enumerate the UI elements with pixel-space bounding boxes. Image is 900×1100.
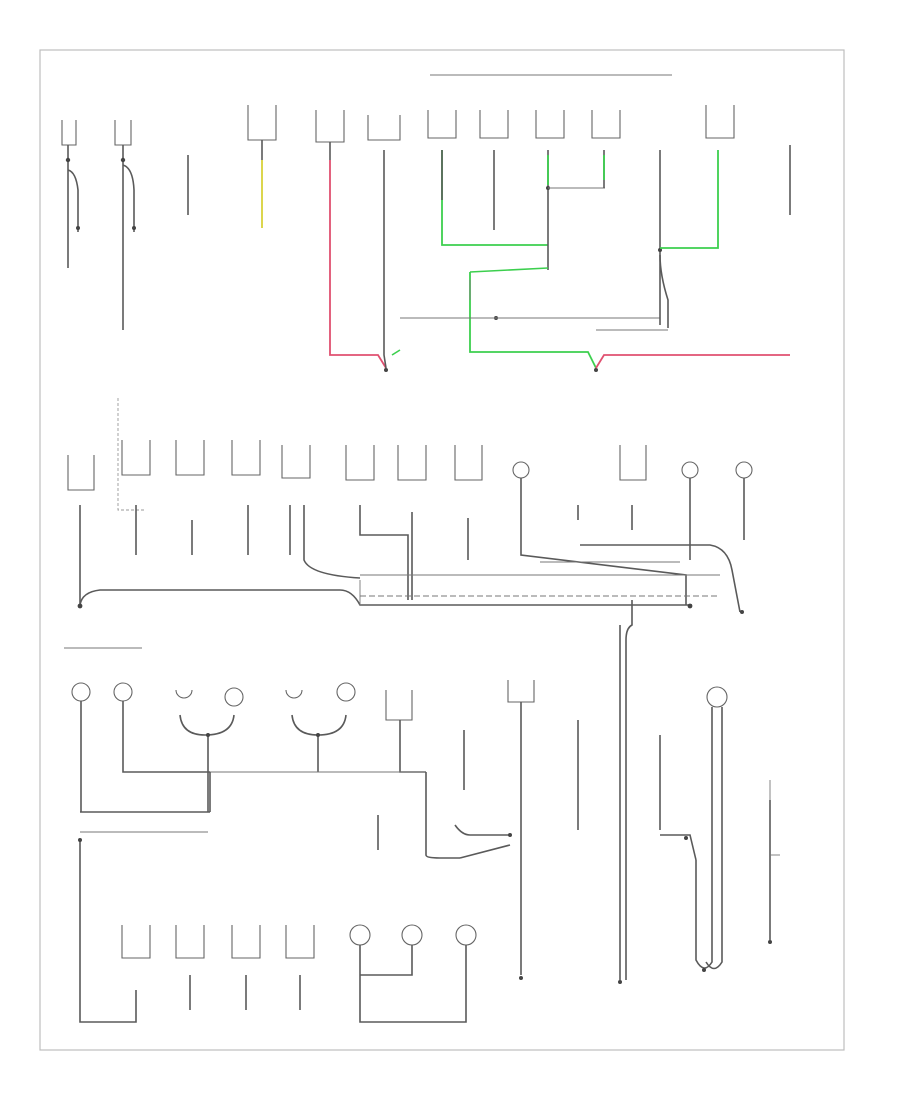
red-wire-left (329, 160, 387, 369)
diagram-frame (39, 49, 845, 1051)
red-wire-right (595, 354, 790, 369)
lower-section (64, 612, 780, 1023)
top-section (61, 74, 791, 372)
middle-section (67, 398, 753, 614)
